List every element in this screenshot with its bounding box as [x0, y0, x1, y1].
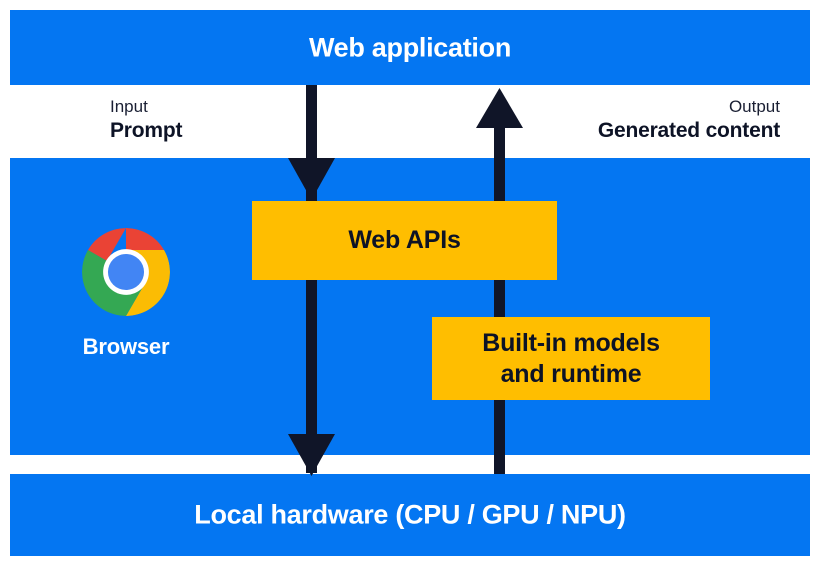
web-apis-box: Web APIs — [252, 201, 557, 280]
chrome-logo-icon — [82, 228, 170, 316]
input-flow-value: Prompt — [110, 118, 183, 142]
browser-caption: Browser — [82, 334, 170, 359]
input-flow-kind: Input — [110, 97, 148, 116]
output-flow-value: Generated content — [597, 118, 780, 142]
web-application-band: Web application — [10, 10, 810, 85]
output-flow-kind: Output — [728, 97, 780, 116]
builtin-models-box: Built-in models and runtime — [432, 317, 710, 400]
builtin-models-label-line2: and runtime — [500, 359, 642, 388]
local-hardware-band: Local hardware (CPU / GPU / NPU) — [10, 474, 810, 556]
builtin-models-label-line1: Built-in models — [482, 329, 660, 357]
web-apis-label: Web APIs — [348, 226, 461, 255]
web-application-title: Web application — [308, 32, 512, 62]
input-flow-label: Input Prompt — [110, 96, 183, 145]
browser-group: Browser — [52, 228, 200, 360]
output-flow-label: Output Generated content — [598, 96, 780, 145]
local-hardware-title: Local hardware (CPU / GPU / NPU) — [194, 499, 626, 530]
